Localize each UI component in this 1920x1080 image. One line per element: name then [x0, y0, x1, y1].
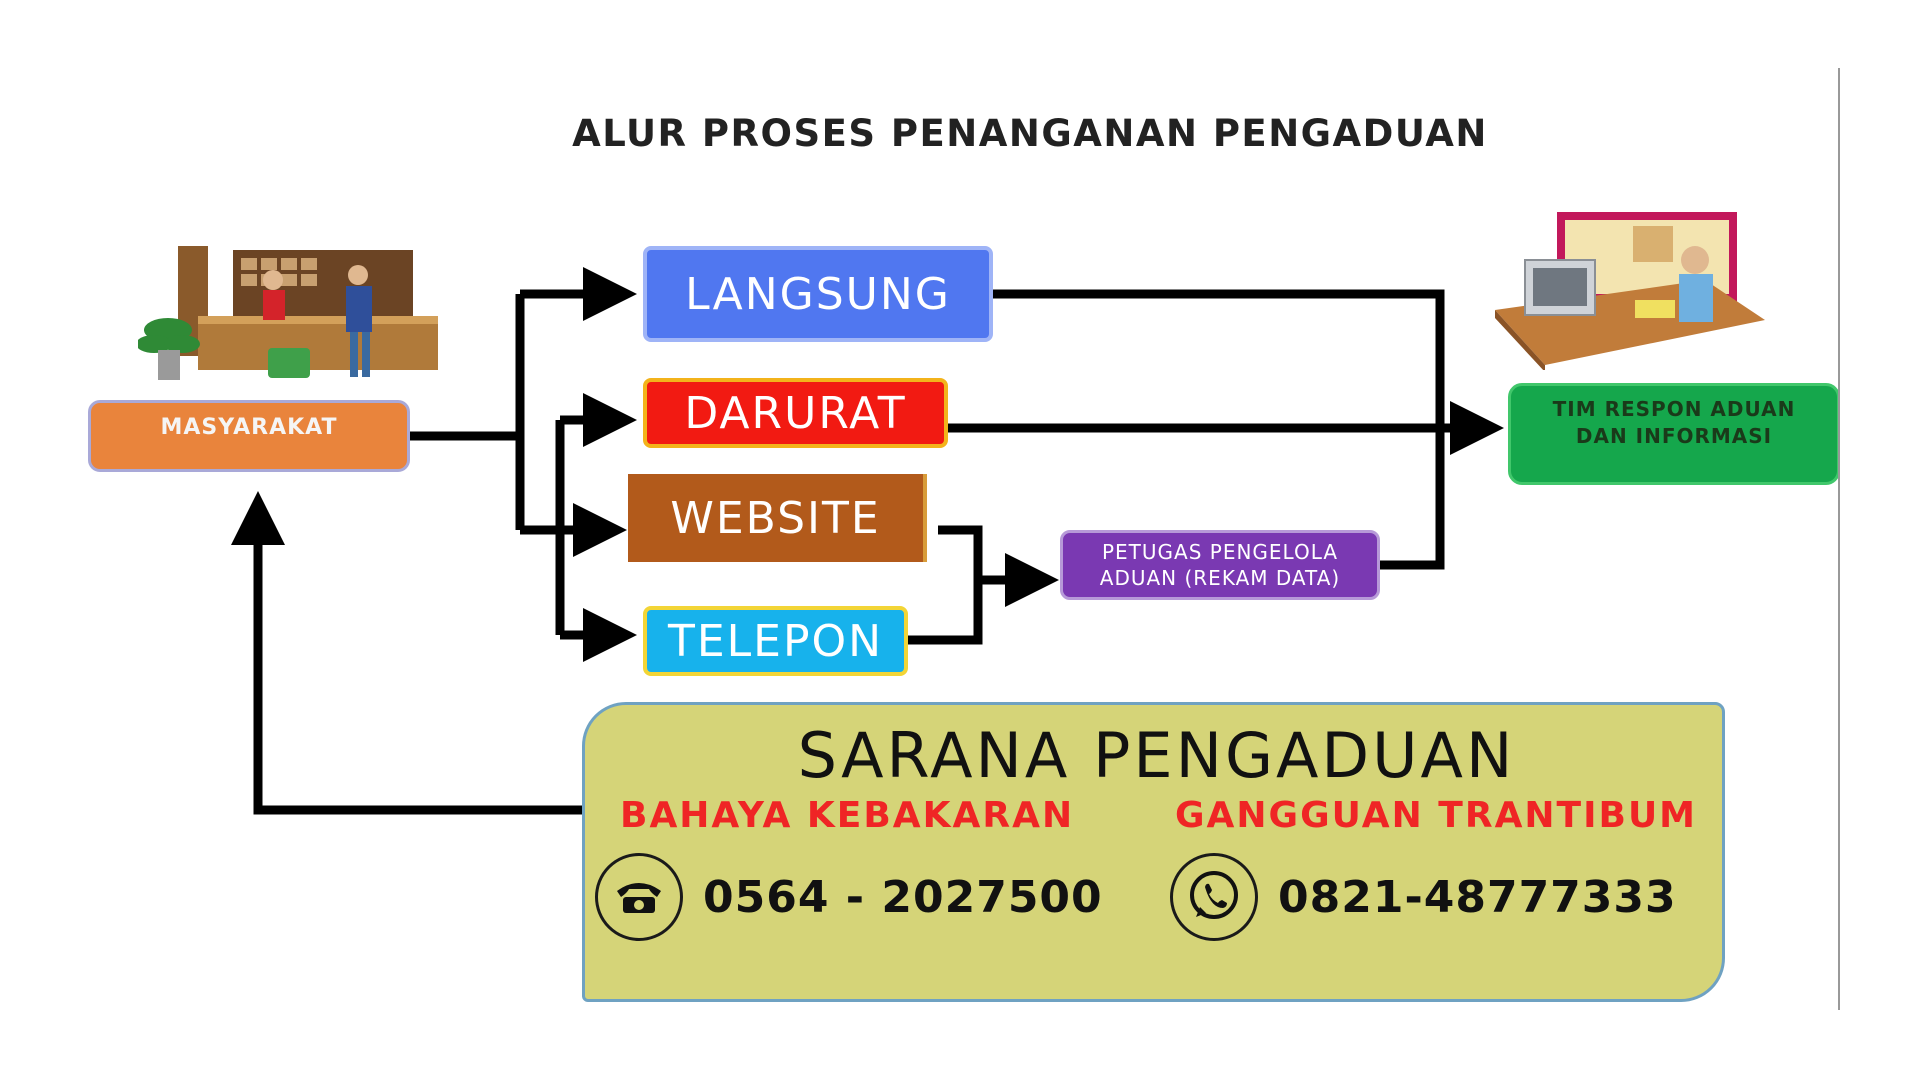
right-edge-divider [1838, 68, 1840, 1010]
petugas-line-2: ADUAN (REKAM DATA) [1099, 566, 1341, 590]
telephone-icon [595, 853, 683, 941]
connector-petugas-vertical [1380, 430, 1445, 570]
channel-darurat: DARURAT [643, 378, 948, 448]
office-worker-illustration [1495, 212, 1765, 370]
connector-website-merge [938, 525, 983, 580]
tim-line-1: TIM RESPON ADUAN [1552, 397, 1796, 421]
channel-telepon: TELEPON [643, 606, 908, 676]
channel-langsung: LANGSUNG [643, 246, 993, 342]
fire-contact-row: 0564 - 2027500 [595, 853, 1103, 941]
connector-telepon-merge [908, 580, 983, 645]
trantibum-contact-row: 0821-48777333 [1170, 853, 1677, 941]
gangguan-trantibum-label: GANGGUAN TRANTIBUM [1175, 795, 1697, 836]
service-counter-illustration [138, 246, 438, 380]
sarana-title: SARANA PENGADUAN [797, 719, 1516, 792]
bahaya-kebakaran-label: BAHAYA KEBAKARAN [620, 795, 1075, 836]
petugas-pengelola-node: PETUGAS PENGELOLA ADUAN (REKAM DATA) [1060, 530, 1380, 600]
tim-respon-node: TIM RESPON ADUAN DAN INFORMASI [1508, 383, 1840, 485]
feedback-connector [231, 491, 582, 815]
tim-line-2: DAN INFORMASI [1575, 424, 1773, 448]
sarana-pengaduan-panel: SARANA PENGADUAN BAHAYA KEBAKARAN GANGGU… [582, 702, 1725, 1002]
channel-website: WEBSITE [628, 474, 923, 562]
petugas-line-1: PETUGAS PENGELOLA [1101, 540, 1339, 564]
connector-langsung-vertical [993, 289, 1445, 430]
masyarakat-node: MASYARAKAT [88, 400, 410, 472]
diagram-title: ALUR PROSES PENANGANAN PENGADUAN [572, 112, 1488, 155]
whatsapp-icon [1170, 853, 1258, 941]
fire-phone-number[interactable]: 0564 - 2027500 [703, 871, 1103, 923]
trantibum-phone-number[interactable]: 0821-48777333 [1278, 871, 1677, 923]
